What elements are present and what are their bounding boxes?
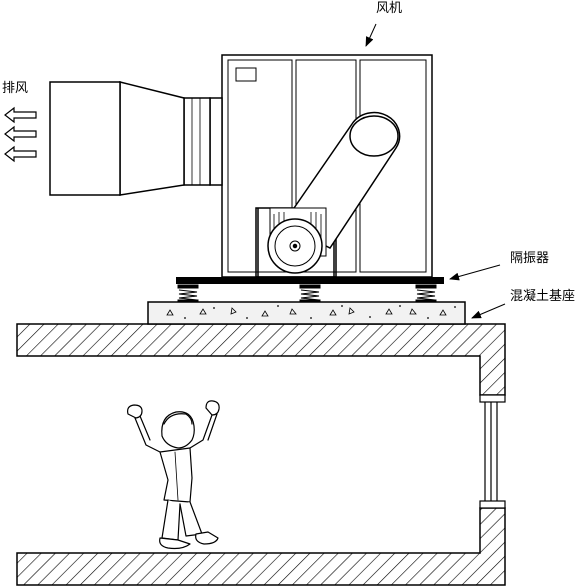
person-figure xyxy=(127,400,220,550)
exhaust-arrow-1 xyxy=(4,106,37,124)
fan-leader-line xyxy=(365,23,377,47)
exhaust-duct xyxy=(49,81,223,196)
base-frame xyxy=(176,277,444,284)
leader-lines xyxy=(365,23,506,319)
label-concrete-base: 混凝土基座 xyxy=(510,288,575,304)
spring-left xyxy=(177,284,199,303)
exhaust-arrow-2 xyxy=(4,125,37,143)
exhaust-arrow-3 xyxy=(4,145,37,163)
floor-slab xyxy=(16,323,506,396)
spring-middle xyxy=(299,284,321,303)
bottom-slab xyxy=(16,507,506,586)
label-isolator: 隔振器 xyxy=(510,251,549,266)
spring-right xyxy=(415,284,437,303)
exhaust-arrows xyxy=(4,106,37,163)
isolator-leader-line xyxy=(449,264,501,281)
label-exhaust: 排风 xyxy=(2,81,28,96)
base-leader-line xyxy=(471,303,506,319)
window xyxy=(479,394,506,509)
isolator-springs xyxy=(177,284,437,303)
fan-motor xyxy=(255,111,401,278)
concrete-base xyxy=(147,301,466,325)
label-fan: 风机 xyxy=(376,1,402,16)
